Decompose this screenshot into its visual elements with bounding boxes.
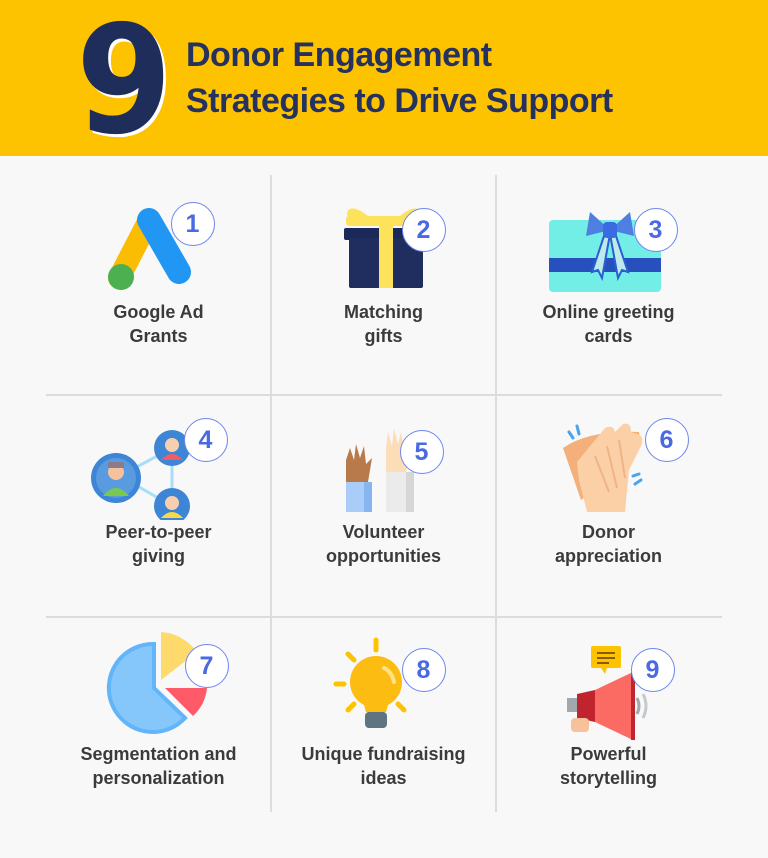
strategy-card-6: 6 Donor appreciation <box>496 418 721 568</box>
strategy-label-9: Powerful storytelling <box>496 742 721 790</box>
step-badge-5: 5 <box>399 430 444 474</box>
strategy-card-1: 1 Google Ad Grants <box>46 200 271 348</box>
strategy-label-6: Donor appreciation <box>496 520 721 568</box>
label-line: Google Ad <box>113 302 204 322</box>
label-line: Unique fundraising <box>301 744 466 764</box>
strategy-card-2: 2 Matching gifts <box>271 200 496 348</box>
strategy-label-7: Segmentation and personalization <box>46 742 271 790</box>
label-line: Donor <box>582 522 635 542</box>
step-badge-9: 9 <box>630 648 675 692</box>
strategy-card-4: 4 Peer-to-peer giving <box>46 418 271 568</box>
grid-divider-horizontal-2 <box>46 616 722 618</box>
megaphone-icon <box>566 646 647 740</box>
label-line: personalization <box>92 768 225 788</box>
lightbulb-icon <box>333 637 406 728</box>
header-banner: 9 Donor Engagement Strategies to Drive S… <box>0 0 768 156</box>
label-line: Matching <box>344 302 423 322</box>
step-badge-3: 3 <box>633 208 678 252</box>
label-line: appreciation <box>554 546 663 566</box>
strategy-card-3: 3 Online greeting cards <box>496 200 721 348</box>
grid-divider-vertical-2 <box>495 175 497 812</box>
step-badge-4: 4 <box>183 418 228 462</box>
strategy-label-2: Matching gifts <box>271 300 496 348</box>
strategy-card-8: 8 Unique fundraising ideas <box>271 632 496 790</box>
strategy-label-8: Unique fundraising ideas <box>271 742 496 790</box>
label-line: Volunteer <box>342 522 425 542</box>
strategy-card-7: 7 Segmentation and personalization <box>46 632 271 790</box>
label-line: opportunities <box>326 546 441 566</box>
label-line: Peer-to-peer <box>105 522 212 542</box>
grid-divider-vertical-1 <box>270 175 272 812</box>
grid-divider-horizontal-1 <box>46 394 722 396</box>
page-title: Donor Engagement Strategies to Drive Sup… <box>186 32 613 124</box>
title-line-1: Donor Engagement <box>186 36 492 74</box>
strategy-card-5: 5 Volunteer opportunities <box>271 420 496 568</box>
title-line-2: Strategies to Drive Support <box>186 82 613 120</box>
clapping-hands-icon <box>562 423 642 512</box>
label-line: Grants <box>129 326 188 346</box>
label-line: gifts <box>364 326 403 346</box>
step-badge-1: 1 <box>170 202 215 246</box>
step-badge-8: 8 <box>401 648 446 692</box>
people-network-icon <box>90 430 190 520</box>
step-badge-2: 2 <box>401 208 446 252</box>
step-badge-7: 7 <box>184 644 229 688</box>
google-ads-icon <box>107 208 191 290</box>
step-badge-6: 6 <box>644 418 689 462</box>
pie-chart-icon <box>106 632 207 734</box>
gift-card-icon <box>548 212 661 292</box>
label-line: storytelling <box>559 768 657 788</box>
strategy-card-9: 9 Powerful storytelling <box>496 632 721 790</box>
label-line: Online greeting <box>542 302 675 322</box>
label-line: giving <box>132 546 185 566</box>
label-line: Segmentation and <box>80 744 237 764</box>
label-line: Powerful <box>570 744 647 764</box>
header-number: 9 <box>76 0 172 168</box>
strategy-label-4: Peer-to-peer giving <box>46 520 271 568</box>
label-line: cards <box>584 326 633 346</box>
strategy-label-1: Google Ad Grants <box>46 300 271 348</box>
strategy-label-5: Volunteer opportunities <box>271 520 496 568</box>
label-line: ideas <box>360 768 407 788</box>
strategy-label-3: Online greeting cards <box>496 300 721 348</box>
